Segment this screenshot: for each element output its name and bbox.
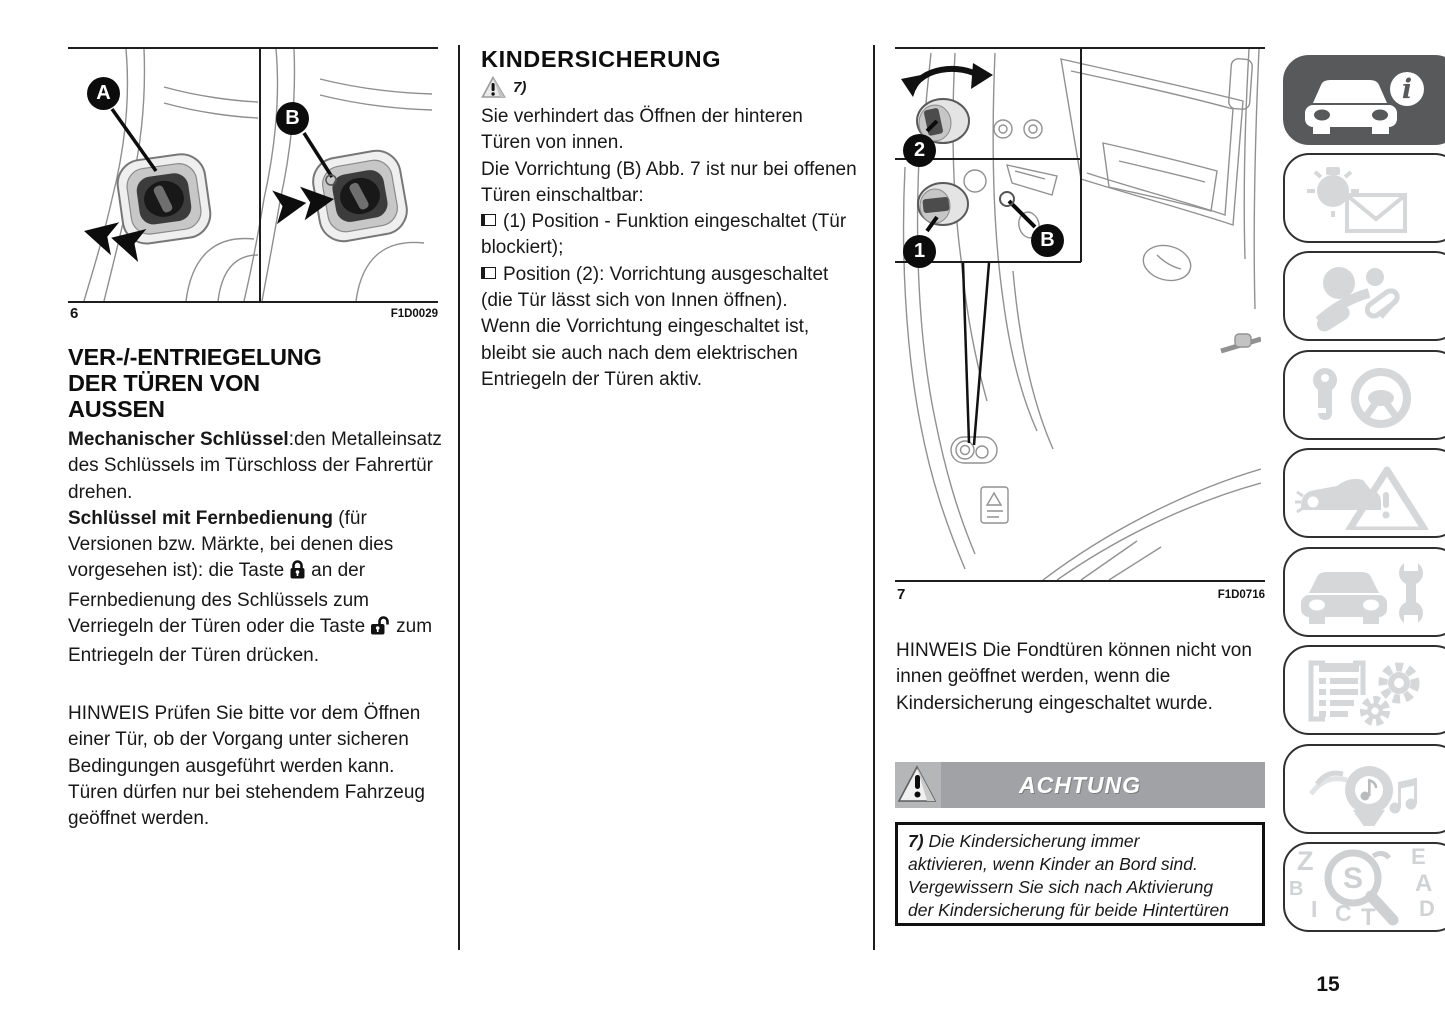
square-bullet-icon (481, 266, 496, 279)
specifications-gears-icon (1308, 660, 1420, 726)
figure-7-illustration (895, 48, 1262, 581)
car-wrench-maintenance-icon (1301, 559, 1423, 627)
figure7-number: 7 (897, 586, 906, 603)
sidebar-tab-starting-driving[interactable] (1283, 350, 1445, 440)
sidebar-tab-index[interactable]: Z E B A I C T D S (1283, 842, 1445, 932)
safety-airbag-icon (1315, 267, 1400, 332)
figure7-code: F1D0716 (1217, 589, 1265, 601)
warning-triangle-icon (481, 75, 506, 98)
warning-lights-messages-icon (1307, 167, 1407, 233)
figure7-label-b: B (1031, 224, 1064, 257)
sidebar-tab-vehicle-info[interactable]: i (1283, 55, 1445, 145)
section-title-child-lock: KINDERSICHERUNG (481, 46, 722, 72)
child-lock-paragraphs: Sie verhindert das Öffnen der hinteren T… (481, 106, 857, 390)
sidebar-tab-multimedia[interactable] (1283, 744, 1445, 834)
figure-6-door-lock-outside: A B (68, 47, 438, 303)
achtung-warning-bar: ACHTUNG (895, 762, 1265, 808)
sidebar-tab-emergency[interactable] (1283, 448, 1445, 538)
page-number: 15 (1316, 973, 1340, 996)
mechanical-key-label: Mechanischer Schlüssel (68, 429, 289, 450)
child-lock-caution-box: 7) Die Kindersicherung immer aktivieren,… (895, 822, 1265, 926)
chapter-tab-sidebar: i (1283, 0, 1445, 1018)
right-hinweis-note: HINWEIS Die Fondtüren können nicht von i… (896, 640, 1252, 714)
multimedia-icon (1308, 766, 1417, 826)
lock-open-icon (370, 615, 391, 643)
unlock-direction-arrow (84, 222, 147, 263)
warning-triangle-icon (897, 765, 937, 802)
remote-key-label: Schlüssel mit Fernbedienung (68, 507, 333, 529)
figure7-label-1: 1 (903, 235, 936, 268)
caution-ref: 7) (908, 831, 924, 851)
figure6-number: 6 (70, 305, 79, 322)
door-locking-paragraphs: Mechanischer Schlüssel:den Metalleinsatz… (68, 429, 442, 667)
child-lock-warning-ref: 7) (481, 75, 526, 102)
square-bullet-icon (481, 214, 496, 227)
achtung-title: ACHTUNG (1019, 772, 1141, 798)
sidebar-tab-safety[interactable] (1283, 251, 1445, 341)
starting-driving-icon (1313, 368, 1411, 428)
sidebar-tab-maintenance[interactable] (1283, 547, 1445, 637)
figure-7-child-lock: 2 1 B (895, 47, 1265, 582)
car-info-icon: i (1305, 72, 1424, 134)
figure7-label-2: 2 (903, 134, 936, 167)
figure6-label-b: B (276, 102, 309, 135)
figure6-code: F1D0029 (390, 308, 438, 320)
column-divider-right (873, 45, 875, 950)
svg-text:S: S (1343, 862, 1363, 895)
svg-text:i: i (1402, 74, 1412, 105)
magnifier-search-icon: S (1324, 849, 1399, 926)
section-title-door-locking: VER-/-ENTRIEGELUNG DER TÜREN VON AUSSEN (68, 344, 322, 422)
figure6-label-a: A (87, 77, 120, 110)
emergency-icon (1295, 466, 1429, 530)
achtung-triangle-box (895, 762, 941, 808)
left-hinweis-note: HINWEIS Prüfen Sie bitte vor dem Öffnen … (68, 703, 425, 830)
lock-direction-arrow (272, 186, 334, 225)
lock-closed-icon (289, 559, 306, 587)
sidebar-tab-warning-lights[interactable] (1283, 153, 1445, 243)
column-divider-left (458, 45, 460, 950)
sidebar-tab-technical-data[interactable] (1283, 645, 1445, 735)
figure-6-illustration (83, 48, 433, 302)
